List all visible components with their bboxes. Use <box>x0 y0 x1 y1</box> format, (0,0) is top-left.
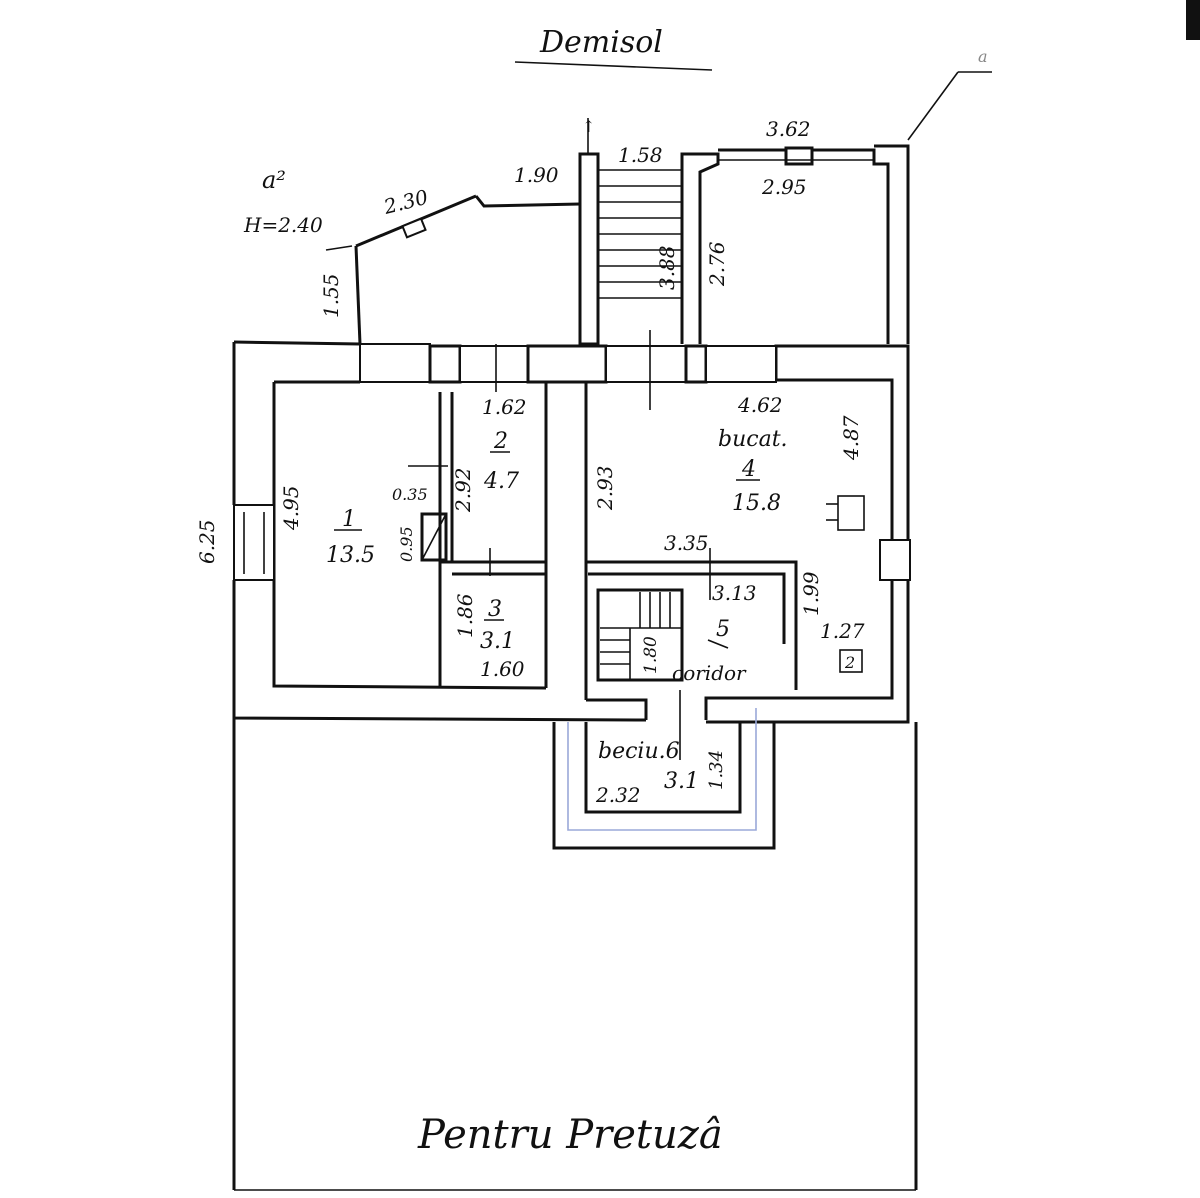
outer-wall-right <box>704 344 910 720</box>
dim-room1-height: 4.95 <box>279 485 303 531</box>
pillar <box>428 344 462 384</box>
annex-right-inner <box>812 148 890 344</box>
dim-closet-height: 1.99 <box>799 571 823 616</box>
inner-stair-steps <box>600 592 682 680</box>
room3-area: 3.1 <box>480 629 515 654</box>
room6-area: 3.1 <box>664 769 699 794</box>
room2-number: 2 <box>493 429 508 454</box>
cellar-inner-wall <box>584 722 742 814</box>
dim-room5-width-mid: 3.13 <box>712 581 757 605</box>
room1-number: 1 <box>342 507 356 532</box>
dim-building-depth: 6.25 <box>195 519 219 564</box>
dim-room2-width: 1.62 <box>482 395 527 419</box>
room5-underline <box>707 639 729 649</box>
porch-top-wall <box>474 195 581 208</box>
marker-a2: a² <box>262 166 286 194</box>
opening-porch <box>359 343 431 383</box>
room5-number: 5 <box>716 617 730 642</box>
dim-corridor-height: 2.93 <box>593 465 617 511</box>
window-right <box>879 539 911 581</box>
exterior-stair-steps <box>598 169 682 299</box>
dim-room4-height: 4.87 <box>839 415 863 461</box>
room2-area: 4.7 <box>483 469 519 494</box>
room4-name: bucat. <box>718 427 788 452</box>
dim-room6-width: 2.32 <box>595 783 641 807</box>
inner-stair <box>596 588 684 682</box>
dim-annex-inner-top: 2.95 <box>761 175 807 199</box>
dim-room4-width: 4.62 <box>737 393 783 417</box>
dim-room5-stair: 1.80 <box>641 636 661 674</box>
room5-name: coridor <box>672 661 747 685</box>
room1-area: 13.5 <box>326 543 375 568</box>
porch-window <box>401 217 427 239</box>
outer-wall-left-lower <box>232 580 647 722</box>
boiler-icon <box>839 649 863 673</box>
scan-edge <box>1186 0 1200 40</box>
dim-room5-width-top: 3.35 <box>664 531 709 555</box>
room6-name: beciu.6 <box>598 739 680 764</box>
annex-right-outer <box>874 144 910 344</box>
leader-a <box>907 71 959 141</box>
door-swing-line <box>421 513 447 561</box>
inner-wall-left <box>272 382 547 690</box>
annex-top-pillar <box>784 146 814 166</box>
opening-top <box>459 345 529 383</box>
cellar-outer-wall <box>552 722 776 850</box>
pillar <box>526 344 608 384</box>
marker-a2-height: H=2.40 <box>243 213 323 237</box>
dim-annex-height: 2.76 <box>705 241 729 287</box>
marker-a: a <box>978 47 988 66</box>
room3-number: 3 <box>488 597 502 622</box>
plan-title: Demisol <box>539 25 663 60</box>
corridor-wall-bottom <box>586 698 648 720</box>
cellar-blue-outline <box>567 708 757 831</box>
dim-room1-door-b: 0.95 <box>397 526 416 562</box>
dim-porch-top-right: 1.90 <box>514 163 559 187</box>
annex-left-wall <box>680 152 720 344</box>
footer-note: Pentru Pretuzâ <box>417 1112 723 1158</box>
title-underline <box>514 61 713 71</box>
dim-room6-height: 1.34 <box>706 750 727 790</box>
porch-left-wall <box>354 245 362 345</box>
entrance-arrow-head: ↑ <box>582 117 595 136</box>
room4-area: 15.8 <box>732 491 781 516</box>
dim-line <box>325 245 353 251</box>
dim-stair-length: 3.88 <box>655 245 679 290</box>
stove-icon <box>837 495 865 531</box>
opening-stair <box>605 345 687 383</box>
dim-room2-height: 2.92 <box>451 467 475 513</box>
pillar <box>684 344 708 384</box>
dim-porch-top-left: 2.30 <box>380 185 430 219</box>
room4-number: 4 <box>741 457 756 482</box>
door-swing-room1 <box>420 512 448 562</box>
dim-closet-width: 1.27 <box>820 619 865 643</box>
partition-room5 <box>586 560 798 690</box>
outer-wall-top-left <box>233 340 361 346</box>
dim-room1-door-a: 0.35 <box>392 485 428 504</box>
opening-kitchen <box>705 345 777 383</box>
window-left <box>233 504 275 581</box>
stair-left-wall <box>578 152 600 346</box>
dim-porch-left: 1.55 <box>319 273 343 318</box>
dim-room3-width: 1.60 <box>480 657 525 681</box>
dim-annex-outer-top: 3.62 <box>766 117 811 141</box>
boiler-label: 2 <box>844 653 855 672</box>
dim-room3-height: 1.86 <box>453 593 477 638</box>
dim-stair-top: 1.58 <box>618 143 663 167</box>
partition-room5-inner <box>588 572 786 644</box>
